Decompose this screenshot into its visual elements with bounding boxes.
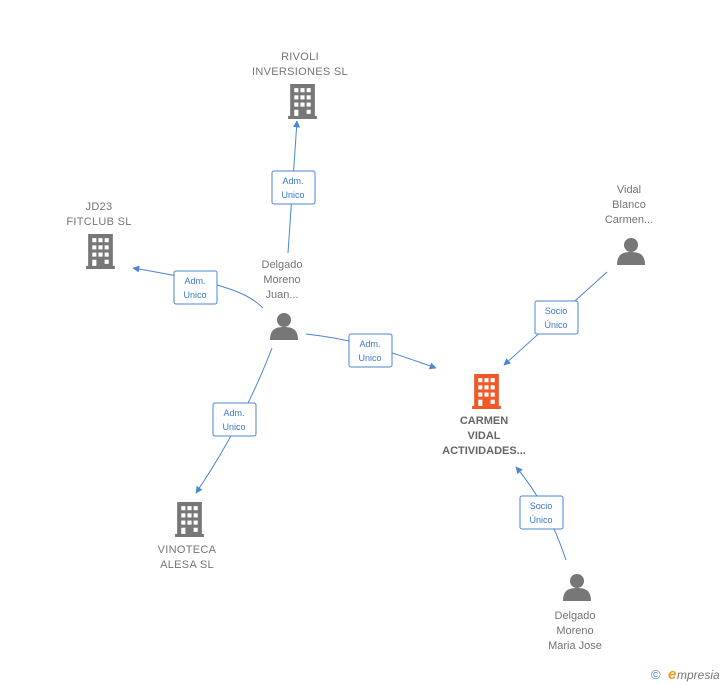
edge-vidal-carmen: Socio Único	[503, 271, 608, 366]
copyright-symbol: ©	[651, 667, 661, 682]
edge-label-line: Socio	[530, 501, 553, 511]
node-label-line: Delgado	[262, 259, 303, 271]
building-icon	[86, 234, 115, 269]
node-label-line: Maria Jose	[548, 640, 602, 652]
node-rivoli[interactable]: RIVOLI INVERSIONES SL	[252, 51, 348, 119]
edge-juan-jd23: Adm. Unico	[132, 265, 264, 309]
brand-initial: e	[668, 666, 676, 683]
node-vinoteca[interactable]: VINOTECA ALESA SL	[158, 502, 217, 571]
node-label-line: JD23	[86, 201, 113, 213]
edge-juan-vinoteca: Adm. Unico	[195, 347, 273, 494]
edge-label-line: Adm.	[184, 276, 205, 286]
edge-label-line: Unico	[281, 190, 304, 200]
node-delgado-maria[interactable]: Delgado Moreno Maria Jose	[548, 574, 602, 652]
edge-label-box: Adm. Unico	[348, 333, 393, 368]
edge-label-line: Unico	[222, 422, 245, 432]
node-vidal-blanco[interactable]: Vidal Blanco Carmen...	[605, 184, 653, 265]
edge-juan-rivoli: Adm. Unico	[271, 120, 316, 254]
person-icon	[563, 574, 591, 601]
empresia-logo: © e mpresia	[651, 666, 720, 683]
edge-label-line: Socio	[545, 306, 568, 316]
building-icon	[288, 84, 317, 119]
edge-label-line: Adm.	[359, 339, 380, 349]
node-label-line: Delgado	[555, 610, 596, 622]
node-label-line: VINOTECA	[158, 544, 217, 556]
node-delgado-juan[interactable]: Delgado Moreno Juan...	[262, 259, 303, 340]
edge-label-line: Unico	[183, 290, 206, 300]
edge-label-box: Socio Único	[534, 300, 579, 335]
edge-label-line: Único	[544, 320, 567, 330]
edge-label-line: Unico	[358, 353, 381, 363]
node-label-line: Blanco	[612, 199, 646, 211]
edge-juan-carmen: Adm. Unico	[305, 333, 437, 370]
person-icon	[270, 313, 298, 340]
edge-label-box: Socio Único	[519, 495, 564, 530]
edge-label-box: Adm. Unico	[173, 270, 218, 305]
edge-label-line: Adm.	[223, 408, 244, 418]
node-label-line: CARMEN	[460, 415, 508, 427]
node-label-line: INVERSIONES SL	[252, 66, 348, 78]
brand-name: mpresia	[677, 668, 720, 682]
node-label-line: RIVOLI	[281, 51, 319, 63]
node-label-line: ACTIVIDADES...	[442, 445, 526, 457]
edge-label-line: Único	[529, 515, 552, 525]
building-icon	[472, 374, 501, 409]
edge-label-box: Adm. Unico	[212, 402, 257, 437]
person-icon	[617, 238, 645, 265]
node-label-line: Moreno	[556, 625, 593, 637]
node-label-line: ALESA SL	[160, 559, 214, 571]
node-label-line: VIDAL	[468, 430, 501, 442]
node-label-line: Moreno	[263, 274, 300, 286]
node-carmen-vidal[interactable]: CARMEN VIDAL ACTIVIDADES...	[442, 374, 526, 457]
node-label-line: Carmen...	[605, 214, 653, 226]
edge-maria-carmen: Socio Único	[515, 466, 567, 561]
node-label-line: Juan...	[265, 289, 298, 301]
node-label-line: Vidal	[617, 184, 641, 196]
edge-label-box: Adm. Unico	[271, 170, 316, 205]
node-label-line: FITCLUB SL	[66, 216, 131, 228]
node-jd23[interactable]: JD23 FITCLUB SL	[66, 201, 131, 269]
building-icon	[175, 502, 204, 537]
edge-label-line: Adm.	[282, 176, 303, 186]
